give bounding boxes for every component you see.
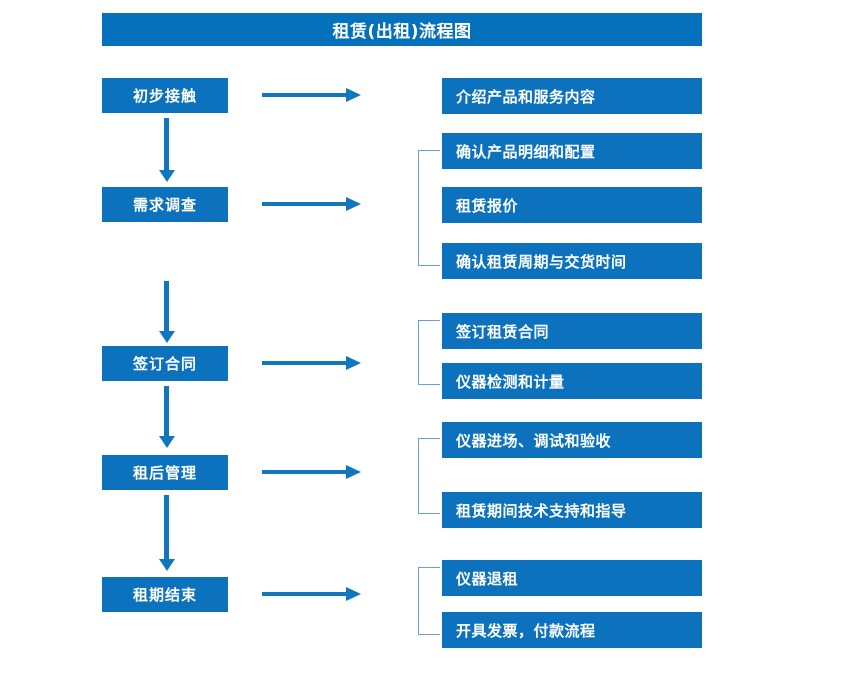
stage-box-1[interactable]: 初步接触 <box>102 78 228 113</box>
arrow-shaft <box>164 118 169 170</box>
stage-label-3: 签订合同 <box>132 355 197 373</box>
detail-box-2[interactable]: 确认产品明细和配置 <box>442 133 702 169</box>
arrow-head <box>346 465 361 479</box>
arrow-right-2 <box>262 197 361 211</box>
detail-box-8[interactable]: 租赁期间技术支持和指导 <box>442 492 702 528</box>
detail-label-5: 签订租赁合同 <box>456 322 550 341</box>
detail-box-4[interactable]: 确认租赁周期与交货时间 <box>442 243 702 279</box>
page-title: 租赁(出租)流程图 <box>332 22 472 42</box>
arrow-shaft <box>164 386 169 436</box>
detail-box-5[interactable]: 签订租赁合同 <box>442 313 702 349</box>
stage-box-3[interactable]: 签订合同 <box>102 346 228 381</box>
arrow-down-1 <box>159 118 175 182</box>
detail-label-1: 介绍产品和服务内容 <box>456 87 596 106</box>
stage-label-1: 初步接触 <box>132 87 197 105</box>
stage-label-4: 租后管理 <box>132 464 197 482</box>
detail-box-6[interactable]: 仪器检测和计量 <box>442 363 702 399</box>
arrow-head <box>346 88 361 102</box>
detail-box-3[interactable]: 租赁报价 <box>442 187 702 223</box>
arrow-head <box>346 587 361 601</box>
stage-box-4[interactable]: 租后管理 <box>102 455 228 490</box>
detail-box-7[interactable]: 仪器进场、调试和验收 <box>442 422 702 458</box>
arrow-down-2 <box>159 281 175 343</box>
flowchart-title-bar: 租赁(出租)流程图 <box>102 13 702 46</box>
detail-label-9: 仪器退租 <box>456 569 519 588</box>
arrow-head <box>159 170 175 182</box>
detail-label-4: 确认租赁周期与交货时间 <box>456 252 627 271</box>
detail-label-8: 租赁期间技术支持和指导 <box>456 501 627 520</box>
arrow-shaft <box>164 495 169 559</box>
arrow-head <box>346 197 361 211</box>
arrow-shaft <box>262 202 350 206</box>
arrow-shaft <box>262 93 350 97</box>
arrow-shaft <box>262 361 350 365</box>
arrow-shaft <box>262 470 350 474</box>
arrow-right-4 <box>262 465 361 479</box>
arrow-head <box>159 559 175 571</box>
group-bracket-5 <box>418 567 440 635</box>
arrow-down-3 <box>159 386 175 448</box>
group-bracket-2 <box>418 150 440 266</box>
arrow-right-5 <box>262 587 361 601</box>
stage-label-5: 租期结束 <box>132 586 197 604</box>
stage-box-5[interactable]: 租期结束 <box>102 577 228 612</box>
detail-box-10[interactable]: 开具发票，付款流程 <box>442 612 702 648</box>
detail-label-7: 仪器进场、调试和验收 <box>456 431 612 450</box>
detail-box-1[interactable]: 介绍产品和服务内容 <box>442 78 702 114</box>
arrow-shaft <box>164 281 169 331</box>
arrow-head <box>159 331 175 343</box>
arrow-head <box>159 436 175 448</box>
detail-label-6: 仪器检测和计量 <box>456 372 565 391</box>
detail-box-9[interactable]: 仪器退租 <box>442 560 702 596</box>
arrow-head <box>346 356 361 370</box>
detail-label-10: 开具发票，付款流程 <box>456 621 596 640</box>
detail-label-2: 确认产品明细和配置 <box>456 142 596 161</box>
arrow-right-3 <box>262 356 361 370</box>
stage-box-2[interactable]: 需求调查 <box>102 187 228 222</box>
group-bracket-3 <box>418 320 440 385</box>
arrow-shaft <box>262 592 350 596</box>
detail-label-3: 租赁报价 <box>456 196 519 215</box>
group-bracket-4 <box>418 438 440 514</box>
stage-label-2: 需求调查 <box>132 196 197 214</box>
arrow-right-1 <box>262 88 361 102</box>
arrow-down-4 <box>159 495 175 571</box>
